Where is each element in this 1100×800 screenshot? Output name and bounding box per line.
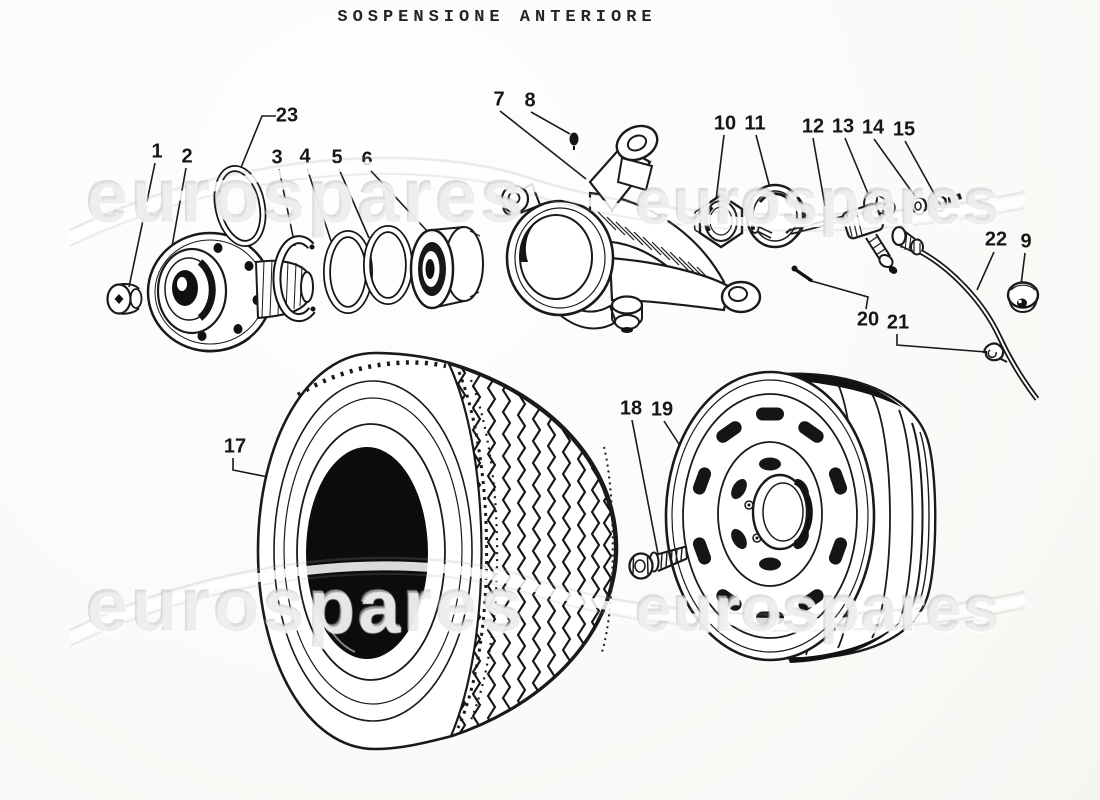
leader-8	[530, 111, 571, 135]
grommet-drawing	[1006, 281, 1040, 314]
callout-3: 3	[271, 146, 283, 169]
callout-4: 4	[299, 145, 311, 168]
leader-3	[278, 168, 296, 247]
callout-6: 6	[361, 148, 373, 171]
screw-drawing	[931, 193, 962, 213]
leader-17	[232, 458, 269, 478]
callout-5: 5	[331, 146, 343, 169]
callout-19: 19	[650, 398, 674, 421]
callout-10: 10	[713, 112, 737, 135]
leader-23	[239, 115, 276, 171]
washer-drawing	[910, 196, 928, 216]
leader-18	[631, 419, 659, 555]
callout-21: 21	[886, 311, 910, 334]
callout-13: 13	[831, 115, 855, 138]
leader-6	[370, 170, 430, 234]
callout-11: 11	[744, 112, 766, 135]
callout-7: 7	[493, 88, 505, 111]
leader-13	[844, 137, 870, 197]
callout-15: 15	[892, 118, 916, 141]
callout-14: 14	[861, 116, 885, 139]
speedo-drive-drawing	[841, 191, 898, 274]
callout-9: 9	[1020, 230, 1032, 253]
spindle-nut-drawing	[693, 193, 744, 249]
leader-21	[896, 334, 987, 353]
leader-9	[1020, 252, 1026, 286]
leader-20	[807, 279, 869, 310]
callout-18: 18	[619, 397, 643, 420]
callout-22: 22	[984, 228, 1008, 251]
tyre-bore	[306, 447, 428, 659]
leader-22	[976, 251, 995, 291]
leader-11	[755, 134, 771, 189]
leader-12	[812, 137, 826, 207]
small-pin-drawing	[791, 265, 813, 283]
wheel-hub-drawing	[146, 231, 314, 353]
grease-fitting-drawing	[569, 132, 579, 150]
cable-clip-drawing	[982, 342, 1008, 363]
leader-14	[873, 138, 918, 200]
bearing-drawing	[409, 226, 484, 310]
leader-5	[338, 168, 370, 239]
callout-1: 1	[151, 140, 163, 163]
leader-10	[715, 134, 725, 201]
wheel-rim-drawing	[664, 370, 937, 663]
callout-20: 20	[856, 308, 880, 331]
spacer-ring-drawing	[323, 225, 413, 314]
callout-23: 23	[275, 104, 299, 127]
speedo-cable-drawing	[891, 225, 1040, 401]
hub-nut-drawing	[106, 283, 143, 315]
callout-8: 8	[524, 89, 536, 112]
grease-cap-drawing	[745, 183, 807, 249]
callout-17: 17	[223, 435, 247, 458]
leader-1	[128, 162, 156, 288]
tyre-drawing	[256, 351, 619, 751]
callout-12: 12	[801, 115, 825, 138]
page-title: SOSPENSIONE ANTERIORE	[337, 8, 657, 27]
callout-2: 2	[181, 145, 193, 168]
leader-4	[306, 167, 332, 242]
